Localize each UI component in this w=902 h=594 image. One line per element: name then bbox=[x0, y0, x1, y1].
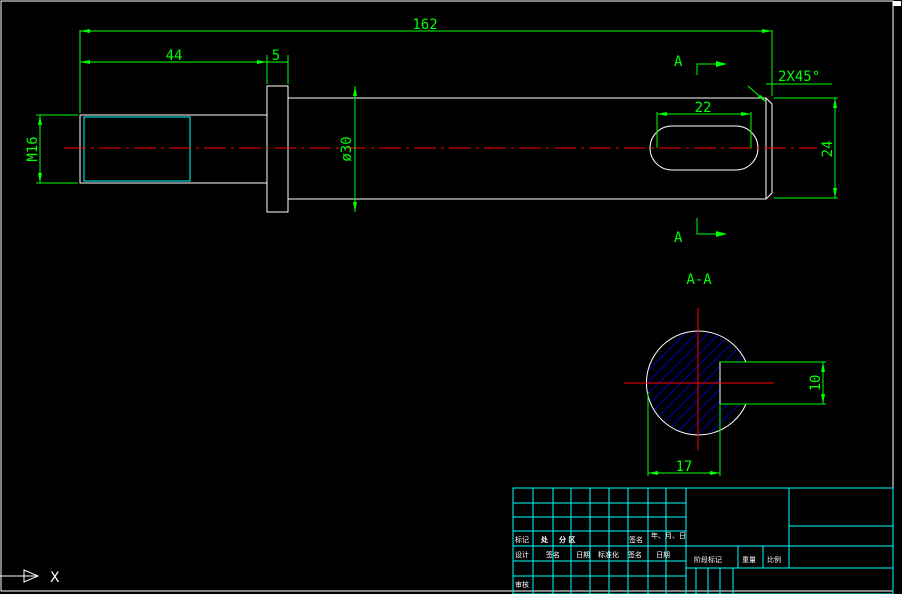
section-mark-top-arrow bbox=[696, 63, 716, 75]
dim-22-label: 22 bbox=[695, 100, 712, 116]
arrow-44-right bbox=[257, 60, 267, 64]
chamfer-label: 2X45° bbox=[778, 69, 820, 85]
dimension-arrowheads bbox=[38, 29, 837, 237]
title-block[interactable] bbox=[512, 487, 894, 594]
arrow-44-left bbox=[80, 60, 90, 64]
arrow-17-right bbox=[710, 471, 720, 475]
arrow-10-top bbox=[821, 362, 825, 372]
shaft-collar bbox=[266, 85, 289, 213]
arrow-162-right bbox=[762, 29, 772, 33]
dim-5-label: 5 bbox=[272, 48, 280, 64]
arrow-24-top bbox=[833, 98, 837, 108]
ucs-x-arrow bbox=[23, 569, 40, 583]
tb-stage-mark-label: 阶段标记 bbox=[694, 555, 722, 564]
arrow-22-left bbox=[657, 112, 667, 116]
tb-sign2-label: 签名 bbox=[628, 550, 642, 559]
tb-mark-label: 标记 bbox=[515, 535, 529, 544]
tb-design-sign: 签名 bbox=[546, 550, 560, 559]
ucs-icon[interactable]: X bbox=[0, 569, 60, 586]
section-hatch bbox=[646, 331, 746, 435]
dim-10-label: 10 bbox=[808, 375, 824, 392]
title-block-frame bbox=[512, 487, 894, 594]
tb-date2-label: 日期 bbox=[656, 551, 670, 559]
arrow-10-bottom bbox=[821, 394, 825, 404]
arrow-chamfer bbox=[758, 95, 766, 102]
arrow-d30-bottom bbox=[353, 202, 357, 212]
section-a-a-view[interactable] bbox=[624, 308, 774, 450]
shaft-front-view[interactable] bbox=[64, 85, 817, 213]
tb-design-label: 设计 bbox=[515, 550, 529, 559]
section-mark-bottom-label: A bbox=[674, 230, 683, 246]
arrow-d30-top bbox=[353, 86, 357, 96]
arrow-m16-top bbox=[38, 115, 42, 125]
arrow-section-bottom bbox=[716, 231, 727, 237]
thread-section-outline bbox=[79, 114, 268, 184]
dim-162-label: 162 bbox=[412, 17, 437, 33]
dimensions-group[interactable] bbox=[36, 30, 838, 235]
ucs-x-label: X bbox=[50, 570, 60, 586]
tb-standard-label: 标准化 bbox=[598, 550, 619, 559]
arrow-17-left bbox=[648, 471, 658, 475]
dim-24-label: 24 bbox=[820, 141, 836, 158]
corner-marker bbox=[893, 1, 901, 6]
section-outline bbox=[645, 330, 747, 436]
section-title: A-A bbox=[686, 272, 712, 288]
tb-design-date: 日期 bbox=[576, 551, 590, 559]
arrow-162-left bbox=[80, 29, 90, 33]
thread-minor-lines bbox=[83, 116, 191, 182]
tb-mark-val1: 处 bbox=[540, 535, 549, 544]
arrow-section-top bbox=[716, 61, 727, 67]
tb-review-label: 审核 bbox=[515, 580, 529, 589]
tb-sign-label: 签名 bbox=[629, 535, 643, 544]
dim-44-label: 44 bbox=[166, 48, 183, 64]
section-arrowheads bbox=[648, 362, 825, 475]
tb-mark-val2: 分 区 bbox=[559, 535, 575, 544]
tb-scale-label: 比例 bbox=[767, 555, 781, 564]
section-mark-bottom-arrow bbox=[696, 218, 716, 235]
tb-date-stack: 年、月、日 bbox=[651, 531, 686, 540]
dim-d30-label: ø30 bbox=[339, 136, 355, 161]
dim-17-label: 17 bbox=[676, 459, 693, 475]
arrow-24-bottom bbox=[833, 188, 837, 198]
section-mark-top-label: A bbox=[674, 54, 683, 70]
arrow-22-right bbox=[741, 112, 751, 116]
tb-weight-label: 重量 bbox=[742, 556, 756, 564]
keyway-slot bbox=[649, 125, 759, 171]
arrow-m16-bottom bbox=[38, 173, 42, 183]
dim-m16-label: M16 bbox=[25, 136, 41, 161]
